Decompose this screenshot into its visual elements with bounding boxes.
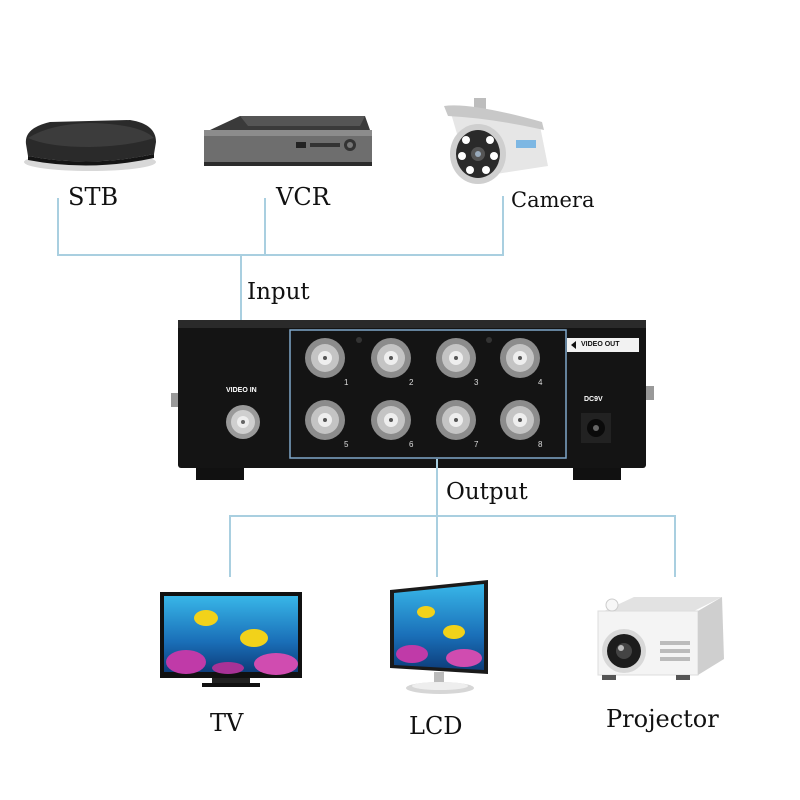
output-trunk-line (436, 459, 438, 577)
video-splitter-box: VIDEO IN VIDEO OUT DC9V 1 2 3 4 5 6 7 8 (163, 318, 660, 483)
tv-icon (158, 590, 304, 688)
projector-label: Projector (606, 705, 719, 733)
projector-icon (594, 593, 728, 685)
input-bus-line (57, 254, 504, 256)
video-in-label: VIDEO IN (226, 387, 257, 394)
vcr-icon (200, 112, 375, 172)
input-connector-vcr (264, 198, 266, 255)
port-number-5: 5 (344, 440, 349, 449)
output-section-label: Output (446, 479, 528, 505)
stb-label: STB (68, 183, 119, 211)
output-connector-tv (229, 515, 231, 577)
output-bus-line (229, 515, 676, 517)
port-number-2: 2 (409, 378, 414, 387)
vcr-label: VCR (276, 183, 330, 211)
input-connector-stb (57, 198, 59, 255)
input-section-label: Input (247, 279, 310, 305)
power-label: DC9V (584, 396, 603, 403)
input-connector-camera (502, 196, 504, 255)
lcd-label: LCD (409, 712, 463, 740)
port-number-1: 1 (344, 378, 349, 387)
tv-label: TV (210, 709, 244, 737)
port-number-4: 4 (538, 378, 543, 387)
port-number-3: 3 (474, 378, 479, 387)
security-camera-icon (430, 96, 555, 191)
lcd-monitor-icon (388, 578, 492, 696)
video-out-label: VIDEO OUT (581, 341, 620, 348)
port-number-7: 7 (474, 440, 479, 449)
port-number-6: 6 (409, 440, 414, 449)
port-number-8: 8 (538, 440, 543, 449)
camera-label: Camera (511, 188, 595, 212)
output-connector-projector (674, 515, 676, 577)
set-top-box-icon (20, 110, 160, 175)
